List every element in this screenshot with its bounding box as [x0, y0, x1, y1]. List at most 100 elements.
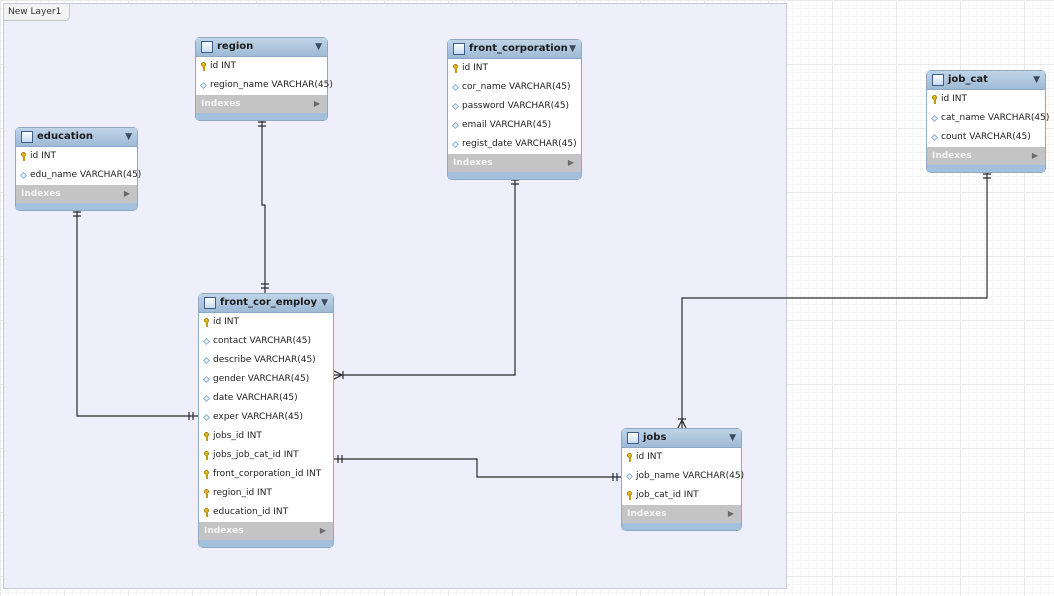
column-label: id INT	[462, 63, 488, 73]
table-header[interactable]: front_corporation ▼	[448, 40, 581, 59]
column-row[interactable]: edu_name VARCHAR(45)	[16, 166, 141, 185]
column-row[interactable]: region_name VARCHAR(45)	[196, 76, 333, 95]
column-row[interactable]: gender VARCHAR(45)	[199, 370, 333, 389]
diamond-icon	[203, 394, 210, 403]
diamond-icon	[452, 140, 459, 149]
key-icon	[203, 451, 210, 460]
relationship-jobcat-jobs	[681, 170, 988, 428]
table-front-corporation[interactable]: front_corporation ▼ id INT cor_name VARC…	[447, 39, 582, 180]
column-label: id INT	[213, 317, 239, 327]
column-row[interactable]: regist_date VARCHAR(45)	[448, 135, 581, 154]
column-row[interactable]: id INT	[199, 313, 333, 332]
key-icon	[626, 453, 633, 462]
column-row[interactable]: education_id INT	[199, 503, 333, 522]
collapse-arrow-icon[interactable]: ▼	[315, 42, 322, 52]
table-region[interactable]: region ▼ id INT region_name VARCHAR(45) …	[195, 37, 333, 121]
column-row[interactable]: front_corporation_id INT	[199, 465, 333, 484]
column-row[interactable]: jobs_job_cat_id INT	[199, 446, 333, 465]
expand-arrow-icon[interactable]: ▶	[727, 509, 734, 518]
collapse-arrow-icon[interactable]: ▼	[321, 298, 328, 308]
indexes-section[interactable]: Indexes▶	[448, 154, 581, 172]
column-row[interactable]: date VARCHAR(45)	[199, 389, 333, 408]
diamond-icon	[203, 356, 210, 365]
column-label: job_cat_id INT	[636, 490, 699, 500]
column-row[interactable]: id INT	[16, 147, 137, 166]
table-title: front_corporation	[469, 43, 568, 54]
column-label: contact VARCHAR(45)	[213, 336, 312, 346]
table-icon	[932, 74, 944, 86]
column-label: count VARCHAR(45)	[941, 132, 1031, 142]
collapse-arrow-icon[interactable]: ▼	[569, 44, 576, 54]
table-title: jobs	[643, 432, 667, 443]
table-job-cat[interactable]: job_cat ▼ id INT cat_name VARCHAR(45) co…	[926, 70, 1049, 173]
column-row[interactable]: id INT	[927, 90, 1045, 109]
indexes-label: Indexes	[627, 509, 667, 519]
indexes-label: Indexes	[21, 189, 61, 199]
key-icon	[452, 64, 459, 73]
expand-arrow-icon[interactable]: ▶	[567, 158, 574, 167]
column-row[interactable]: jobs_id INT	[199, 427, 333, 446]
expand-arrow-icon[interactable]: ▶	[319, 526, 326, 535]
column-label: front_corporation_id INT	[213, 469, 322, 479]
column-row[interactable]: cat_name VARCHAR(45)	[927, 109, 1049, 128]
column-row[interactable]: describe VARCHAR(45)	[199, 351, 333, 370]
indexes-section[interactable]: Indexes▶	[199, 522, 333, 540]
column-label: id INT	[636, 452, 662, 462]
column-row[interactable]: cor_name VARCHAR(45)	[448, 78, 581, 97]
table-title: job_cat	[948, 74, 988, 85]
column-row[interactable]: job_name VARCHAR(45)	[622, 467, 744, 486]
column-label: regist_date VARCHAR(45)	[462, 139, 577, 149]
table-icon	[21, 131, 33, 143]
expand-arrow-icon[interactable]: ▶	[1031, 151, 1038, 160]
column-label: jobs_id INT	[213, 431, 262, 441]
diamond-icon	[203, 413, 210, 422]
key-icon	[626, 491, 633, 500]
table-education[interactable]: education ▼ id INT edu_name VARCHAR(45) …	[15, 127, 141, 211]
column-row[interactable]: id INT	[622, 448, 741, 467]
table-front-cor-employ[interactable]: front_cor_employ ▼ id INT contact VARCHA…	[198, 293, 334, 548]
relationship-corporation-employ	[334, 176, 516, 376]
collapse-arrow-icon[interactable]: ▼	[729, 433, 736, 443]
column-row[interactable]: id INT	[196, 57, 327, 76]
column-label: region_id INT	[213, 488, 272, 498]
column-label: education_id INT	[213, 507, 289, 517]
column-label: id INT	[941, 94, 967, 104]
table-icon	[201, 41, 213, 53]
key-icon	[203, 508, 210, 517]
column-label: cat_name VARCHAR(45)	[941, 113, 1050, 123]
column-label: region_name VARCHAR(45)	[210, 80, 333, 90]
key-icon	[203, 489, 210, 498]
table-header[interactable]: education ▼	[16, 128, 137, 147]
collapse-arrow-icon[interactable]: ▼	[125, 132, 132, 142]
indexes-label: Indexes	[201, 99, 241, 109]
diamond-icon	[203, 337, 210, 346]
table-header[interactable]: jobs ▼	[622, 429, 741, 448]
column-label: date VARCHAR(45)	[213, 393, 298, 403]
relationship-education-employ	[76, 208, 198, 417]
table-header[interactable]: region ▼	[196, 38, 327, 57]
expand-arrow-icon[interactable]: ▶	[123, 189, 130, 198]
table-header[interactable]: job_cat ▼	[927, 71, 1045, 90]
indexes-section[interactable]: Indexes ▶	[196, 95, 327, 113]
column-row[interactable]: exper VARCHAR(45)	[199, 408, 333, 427]
key-icon	[203, 470, 210, 479]
collapse-arrow-icon[interactable]: ▼	[1033, 75, 1040, 85]
column-label: gender VARCHAR(45)	[213, 374, 310, 384]
indexes-section[interactable]: Indexes ▶	[16, 185, 137, 203]
column-row[interactable]: contact VARCHAR(45)	[199, 332, 333, 351]
indexes-section[interactable]: Indexes▶	[927, 147, 1045, 165]
column-label: exper VARCHAR(45)	[213, 412, 303, 422]
table-title: education	[37, 131, 93, 142]
column-row[interactable]: password VARCHAR(45)	[448, 97, 581, 116]
table-header[interactable]: front_cor_employ ▼	[199, 294, 333, 313]
relationship-jobs-employ	[334, 458, 621, 478]
table-jobs[interactable]: jobs ▼ id INT job_name VARCHAR(45) job_c…	[621, 428, 744, 531]
column-row[interactable]: count VARCHAR(45)	[927, 128, 1045, 147]
indexes-section[interactable]: Indexes ▶	[622, 505, 741, 523]
column-row[interactable]: job_cat_id INT	[622, 486, 741, 505]
column-row[interactable]: region_id INT	[199, 484, 333, 503]
column-row[interactable]: id INT	[448, 59, 581, 78]
column-label: id INT	[210, 61, 236, 71]
column-row[interactable]: email VARCHAR(45)	[448, 116, 581, 135]
expand-arrow-icon[interactable]: ▶	[313, 99, 320, 108]
